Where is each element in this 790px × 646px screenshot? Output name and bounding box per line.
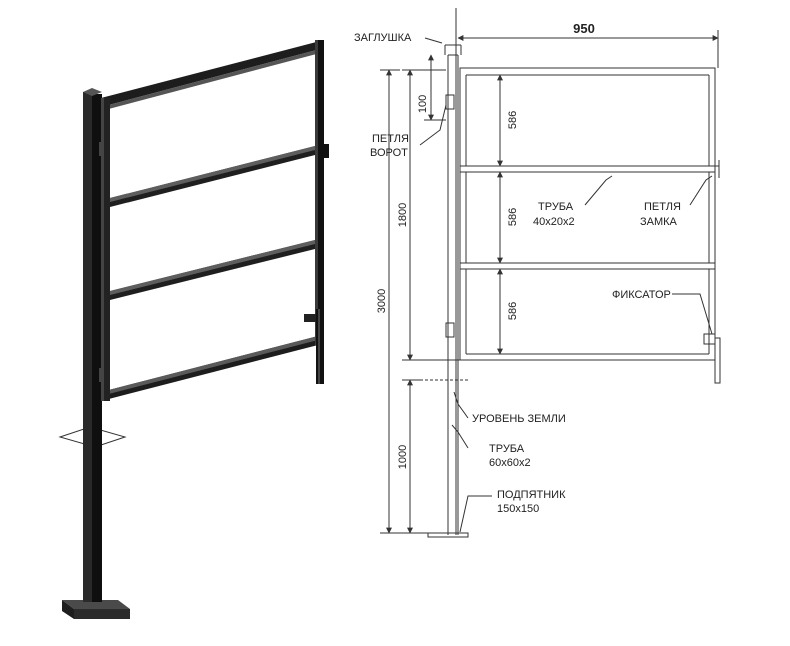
label-podpyatnik-1: ПОДПЯТНИК: [497, 489, 566, 501]
label-truba-big-2: 60x60x2: [489, 457, 531, 469]
width-dimension-label: 950: [573, 21, 595, 36]
label-podpyatnik-2: 150x150: [497, 503, 539, 515]
above-ground-label: 1800: [397, 203, 409, 227]
gate-3d-illustration: [58, 40, 329, 619]
latch-bolt: [304, 309, 324, 384]
section-3-label: 586: [507, 302, 519, 320]
below-ground-label: 1000: [397, 445, 409, 469]
label-petlya-zamka-2: ЗАМКА: [640, 216, 678, 228]
gate-frame: [101, 40, 324, 401]
main-post: [83, 88, 102, 602]
label-uroven-zemli: УРОВЕНЬ ЗЕМЛИ: [472, 413, 566, 425]
technical-drawing: [380, 8, 721, 538]
total-height-label: 3000: [376, 289, 388, 313]
label-truba-big-1: ТРУБА: [489, 443, 525, 455]
label-petlya-vorot-1: ПЕТЛЯ: [372, 133, 409, 145]
lock-loop: [320, 144, 329, 158]
label-petlya-zamka-1: ПЕТЛЯ: [644, 201, 681, 213]
label-fiksator: ФИКСАТОР: [612, 289, 671, 301]
label-petlya-vorot-2: ВОРОТ: [370, 147, 408, 159]
section-2-label: 586: [507, 208, 519, 226]
hinge-bottom: [99, 368, 103, 382]
label-zaglushka: ЗАГЛУШКА: [354, 32, 412, 44]
section-1-label: 586: [507, 111, 519, 129]
label-truba-small-2: 40x20x2: [533, 216, 575, 228]
top-offset-label: 100: [417, 95, 429, 113]
label-truba-small-1: ТРУБА: [538, 201, 574, 213]
hinge-top: [99, 142, 103, 156]
base-plate: [62, 600, 130, 619]
